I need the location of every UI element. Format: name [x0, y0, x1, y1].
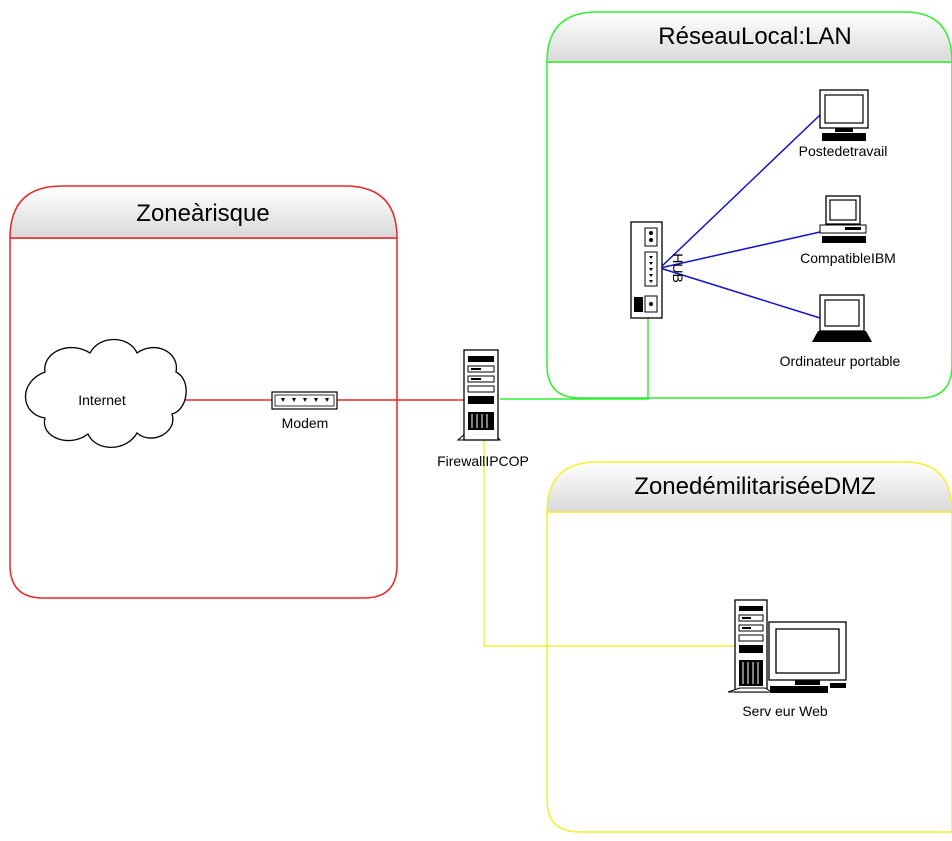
link-hub-workstation	[659, 114, 821, 269]
internet-cloud-icon	[24, 338, 187, 448]
firewall-server-icon	[456, 349, 502, 441]
zone-lan: RéseauLocal:LAN	[546, 11, 952, 399]
link-hub-ibm	[659, 231, 821, 269]
modem-label: Modem	[282, 415, 329, 431]
workstation-label: Postedetravail	[799, 143, 888, 159]
internet-label: Internet	[78, 392, 126, 408]
laptop-icon	[812, 294, 872, 342]
laptop-label: Ordinateur portable	[780, 353, 901, 369]
link-firewall-hub	[500, 318, 649, 400]
modem-icon	[271, 391, 338, 410]
hub-label: HUB	[670, 253, 686, 283]
zone-lan-title: RéseauLocal:LAN	[658, 23, 851, 50]
link-firewall-webserver	[483, 440, 735, 647]
connections	[180, 114, 821, 647]
ibm-label: CompatibleIBM	[800, 250, 896, 266]
zone-dmz-title: ZonedémilitariséeDMZ	[634, 473, 875, 500]
workstation-icon	[819, 89, 869, 141]
firewall-label: FirewallIPCOP	[437, 453, 529, 469]
webserver-label: Serv eur Web	[742, 703, 828, 719]
zone-risk-title: Zoneàrisque	[136, 200, 269, 227]
web-server-icon	[727, 599, 847, 693]
ibm-pc-icon	[819, 195, 867, 243]
hub-icon	[630, 221, 663, 319]
link-hub-laptop	[659, 267, 821, 319]
zone-risk: Zoneàrisque	[9, 185, 398, 599]
